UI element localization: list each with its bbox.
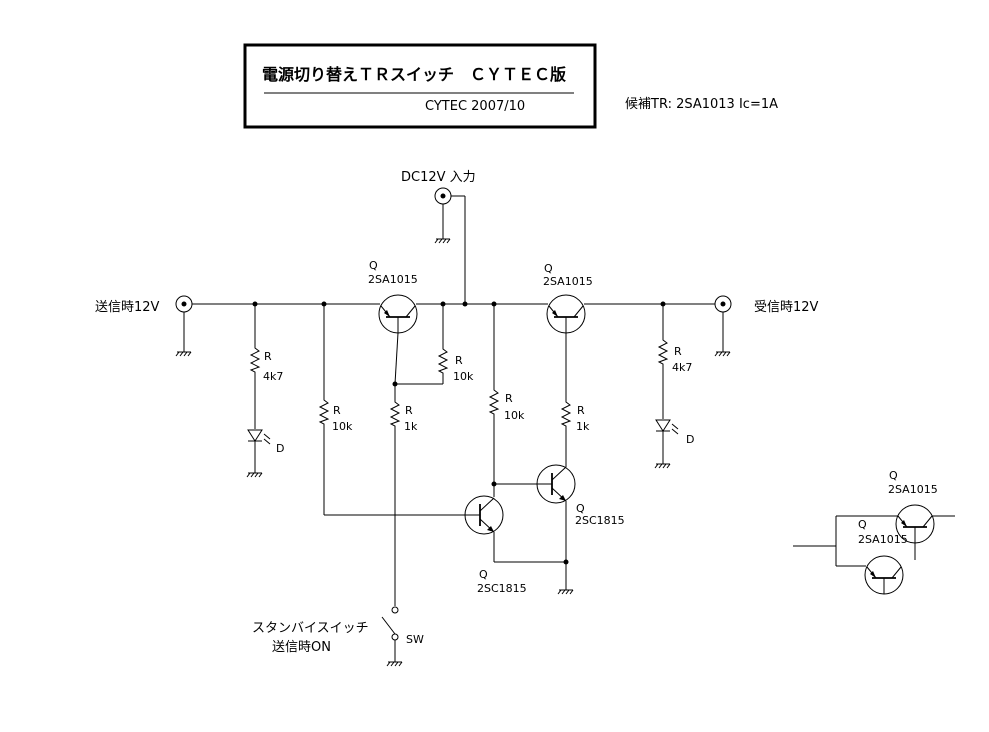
svg-text:2SA1015: 2SA1015	[888, 483, 938, 496]
svg-text:4k7: 4k7	[263, 370, 283, 383]
svg-text:Q: Q	[858, 518, 867, 531]
transistor-q1-pnp: Q 2SA1015	[368, 259, 418, 385]
svg-text:2SC1815: 2SC1815	[575, 514, 625, 527]
svg-text:2SA1015: 2SA1015	[543, 275, 593, 288]
svg-text:R: R	[264, 350, 272, 363]
rx-terminal	[714, 295, 732, 357]
resistor-10k-middle: R 10k	[489, 304, 548, 497]
transistor-q2-pnp: Q 2SA1015 R 1k	[543, 262, 593, 467]
svg-text:R: R	[333, 404, 341, 417]
q1-bias-network: R 10k R 1k	[390, 304, 474, 606]
svg-text:R: R	[405, 404, 413, 417]
svg-text:2SA1015: 2SA1015	[858, 533, 908, 546]
svg-text:SW: SW	[406, 633, 424, 646]
rx-12v-label: 受信時12V	[754, 300, 819, 315]
title-main: 電源切り替えＴＲスイッチ ＣＹＴＥＣ版	[262, 65, 566, 84]
svg-text:2SC1815: 2SC1815	[477, 582, 527, 595]
svg-text:Q: Q	[889, 469, 898, 482]
rx-led-branch: R 4k7 D	[654, 304, 694, 469]
svg-text:1k: 1k	[576, 420, 590, 433]
svg-text:1k: 1k	[404, 420, 418, 433]
svg-text:Q: Q	[576, 502, 585, 515]
svg-text:R: R	[455, 354, 463, 367]
tx-terminal	[175, 295, 193, 357]
svg-text:D: D	[276, 442, 284, 455]
svg-text:Q: Q	[369, 259, 378, 272]
svg-text:R: R	[577, 404, 585, 417]
svg-text:D: D	[686, 433, 694, 446]
standby-switch: SW	[381, 606, 424, 667]
svg-text:10k: 10k	[504, 409, 525, 422]
candidate-tr-note: 候補TR: 2SA1013 Ic=1A	[625, 97, 778, 112]
svg-text:2SA1015: 2SA1015	[368, 273, 418, 286]
title-block: 電源切り替えＴＲスイッチ ＣＹＴＥＣ版 CYTEC 2007/10	[243, 43, 597, 129]
title-sub: CYTEC 2007/10	[425, 99, 525, 114]
svg-text:4k7: 4k7	[672, 361, 692, 374]
standby-label-1: スタンバイスイッチ	[252, 621, 369, 636]
svg-text:Q: Q	[544, 262, 553, 275]
tx-led-branch: R 4k7 D	[246, 304, 284, 478]
transistor-q4-npn: Q 2SC1815	[536, 464, 625, 595]
dc-input-terminal	[434, 187, 466, 304]
svg-text:10k: 10k	[332, 420, 353, 433]
svg-text:Q: Q	[479, 568, 488, 581]
svg-text:R: R	[674, 345, 682, 358]
inset-transistor-pair: Q 2SA1015 Q 2SA1015	[793, 469, 955, 595]
transistor-q3-npn: Q 2SC1815	[464, 495, 566, 595]
standby-label-2: 送信時ON	[272, 640, 331, 655]
svg-text:10k: 10k	[453, 370, 474, 383]
svg-text:R: R	[505, 392, 513, 405]
dc-input-label: DC12V 入力	[401, 170, 476, 185]
tx-12v-label: 送信時12V	[95, 300, 160, 315]
